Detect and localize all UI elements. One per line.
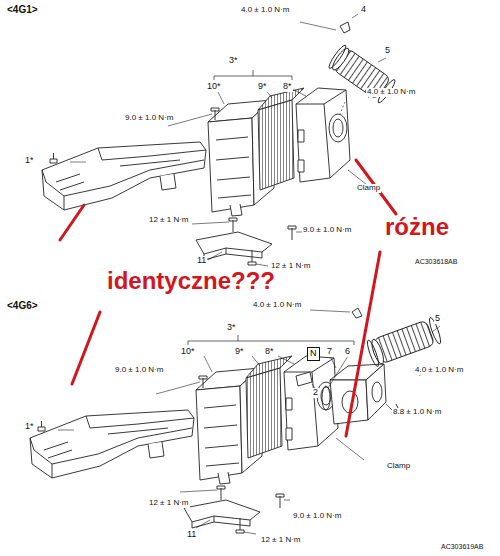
callout-label: 9.0 ± 1.0 N·m [292,512,342,521]
callout-label: 5 [434,314,441,324]
callout-label: 10* [180,347,196,357]
callout-label: AC303618AB [414,258,458,266]
callout-label: 2 [312,388,319,398]
callout-label: 9.0 ± 1.0 N·m [302,226,352,235]
boxed-callout: N [307,347,320,361]
callout-label: 1* [24,422,35,432]
callout-label: 7 [326,347,333,357]
callout-label: AC303619AB [440,543,484,551]
callout-number: N [310,349,317,359]
callout-label: Clamp [356,184,381,193]
callout-label: 3* [226,323,237,333]
callout-label: Clamp [386,462,411,471]
callout-label: 9* [234,347,245,357]
callout-label: 8* [282,82,293,92]
callout-label: 12 ± 1 N·m [148,216,190,225]
callout-label: 12 ± 1 N·m [148,499,190,508]
callout-label: 3* [228,56,239,66]
engine-heading: <4G6> [6,300,39,311]
callout-label: 10* [206,82,222,92]
annotation-text: różne [384,214,450,240]
callout-label: 5 [384,46,391,56]
callout-label: 9* [257,82,268,92]
callout-label: 12 ± 1 N·m [270,262,312,271]
callout-label: 8* [264,347,275,357]
callout-label: 8.8 ± 1.0 N·m [392,408,442,417]
callout-label: 4.0 ± 1.0 N·m [414,366,464,375]
callout-label: 4 [360,5,367,15]
callout-label: 11 [186,530,197,540]
annotation-text: identyczne??? [106,268,276,294]
callout-label: 4.0 ± 1.0 N·m [366,88,416,97]
callout-label: 12 ± 1 N·m [260,536,302,545]
callout-label: 4.0 ± 1.0 N·m [252,301,302,310]
engine-heading: <4G1> [6,4,39,15]
callout-label: 9.0 ± 1.0 N·m [124,114,174,123]
callout-label: 6 [344,347,351,357]
callout-label: 11 [196,256,207,266]
callout-label: 1* [24,156,35,166]
callout-label: 9.0 ± 1.0 N·m [114,366,164,375]
callout-label: 4.0 ± 1.0 N·m [240,6,290,15]
